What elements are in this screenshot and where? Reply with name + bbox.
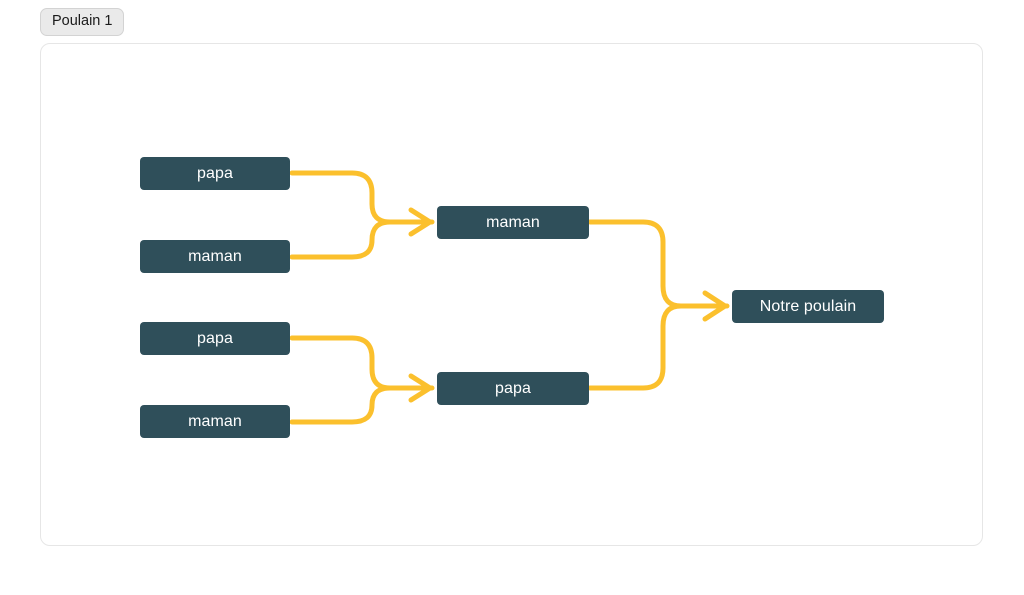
node-grandparent-sire-bottom[interactable]: papa [140,322,290,355]
tab-strip: Poulain 1 [40,8,125,36]
node-parent-sire[interactable]: papa [437,372,589,405]
tab-poulain-1[interactable]: Poulain 1 [40,8,125,36]
node-grandparent-dam-bottom[interactable]: maman [140,405,290,438]
node-grandparent-sire-top[interactable]: papa [140,157,290,190]
node-foal[interactable]: Notre poulain [732,290,884,323]
node-parent-dam[interactable]: maman [437,206,589,239]
node-grandparent-dam-top[interactable]: maman [140,240,290,273]
